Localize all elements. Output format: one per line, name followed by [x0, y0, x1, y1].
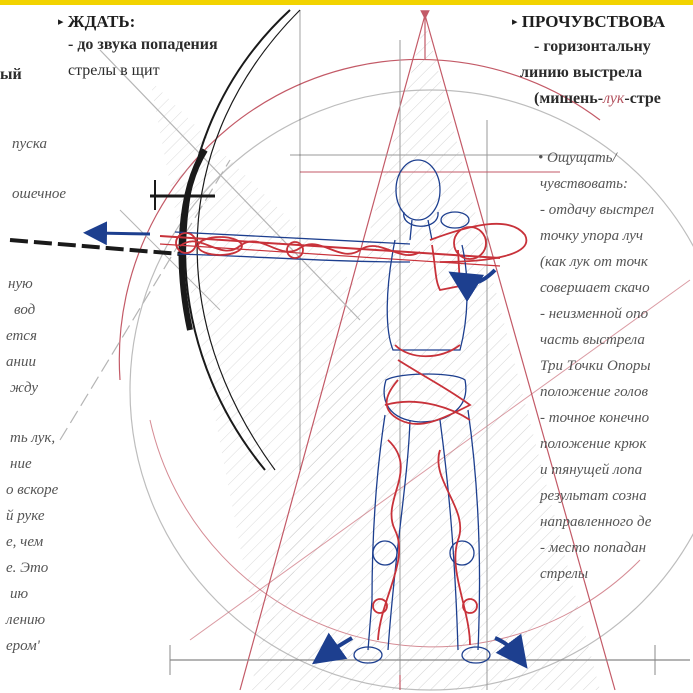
right-fragment-13: результат созна — [540, 488, 647, 505]
left-fragment-6: ании — [6, 354, 36, 371]
right-fragment-11: положение крюк — [540, 436, 646, 453]
left-fragment-13: е. Это — [6, 560, 48, 577]
left-fragment-9: ние — [10, 456, 32, 473]
arrow-line — [10, 240, 180, 254]
left-fragment-0: ый — [0, 66, 22, 84]
right-fragment-12: и тянущей лопа — [540, 462, 642, 479]
right-fragment-14: направленного де — [540, 514, 651, 531]
left-fragment-16: ером' — [6, 638, 40, 655]
left-header-line2: стрелы в щит — [68, 62, 160, 80]
left-fragment-7: жду — [10, 380, 38, 397]
right-fragment-10: - точное конечно — [540, 410, 649, 427]
right-fragment-0: • Ощущать/ — [538, 150, 617, 167]
left-fragment-11: й руке — [6, 508, 45, 525]
left-fragment-14: ию — [10, 586, 28, 603]
left-fragment-1: пуска — [12, 136, 47, 153]
right-fragment-5: совершает скачо — [540, 280, 650, 297]
right-fragment-9: положение голов — [540, 384, 648, 401]
left-fragment-4: вод — [14, 302, 35, 319]
right-header-line3: (мишень-лук-стре — [534, 90, 661, 108]
triangle-marker-icon: ▸ — [58, 16, 64, 28]
left-fragment-15: лению — [6, 612, 45, 629]
left-header-title: ▸ ЖДАТЬ: — [58, 12, 135, 32]
left-header-line1: - до звука попадения — [68, 36, 218, 54]
right-fragment-7: часть выстрела — [540, 332, 645, 349]
triangle-marker-icon: ▸ — [512, 16, 518, 28]
left-fragment-10: о вскоре — [6, 482, 58, 499]
left-fragment-12: е, чем — [6, 534, 43, 551]
left-fragment-3: ную — [8, 276, 33, 293]
shot-direction-arrow — [95, 233, 150, 234]
right-fragment-1: чувствовать: — [540, 176, 628, 193]
right-header-line2: линию выстрела — [520, 64, 642, 82]
left-fragment-8: ть лук, — [10, 430, 55, 447]
right-header-title: ▸ ПРОЧУВСТВОВА — [512, 12, 665, 32]
right-fragment-4: (как лук от точк — [540, 254, 648, 271]
right-fragment-8: Три Точки Опоры — [540, 358, 651, 375]
left-fragment-5: ется — [6, 328, 37, 345]
right-fragment-16: стрелы — [540, 566, 588, 583]
right-fragment-2: - отдачу выстрел — [540, 202, 654, 219]
right-header-line1: - горизонтальну — [534, 38, 651, 56]
right-fragment-15: - место попадан — [540, 540, 646, 557]
right-fragment-3: точку упора луч — [540, 228, 643, 245]
left-fragment-2: ошечное — [12, 186, 66, 203]
right-fragment-6: - неизменной опо — [540, 306, 648, 323]
